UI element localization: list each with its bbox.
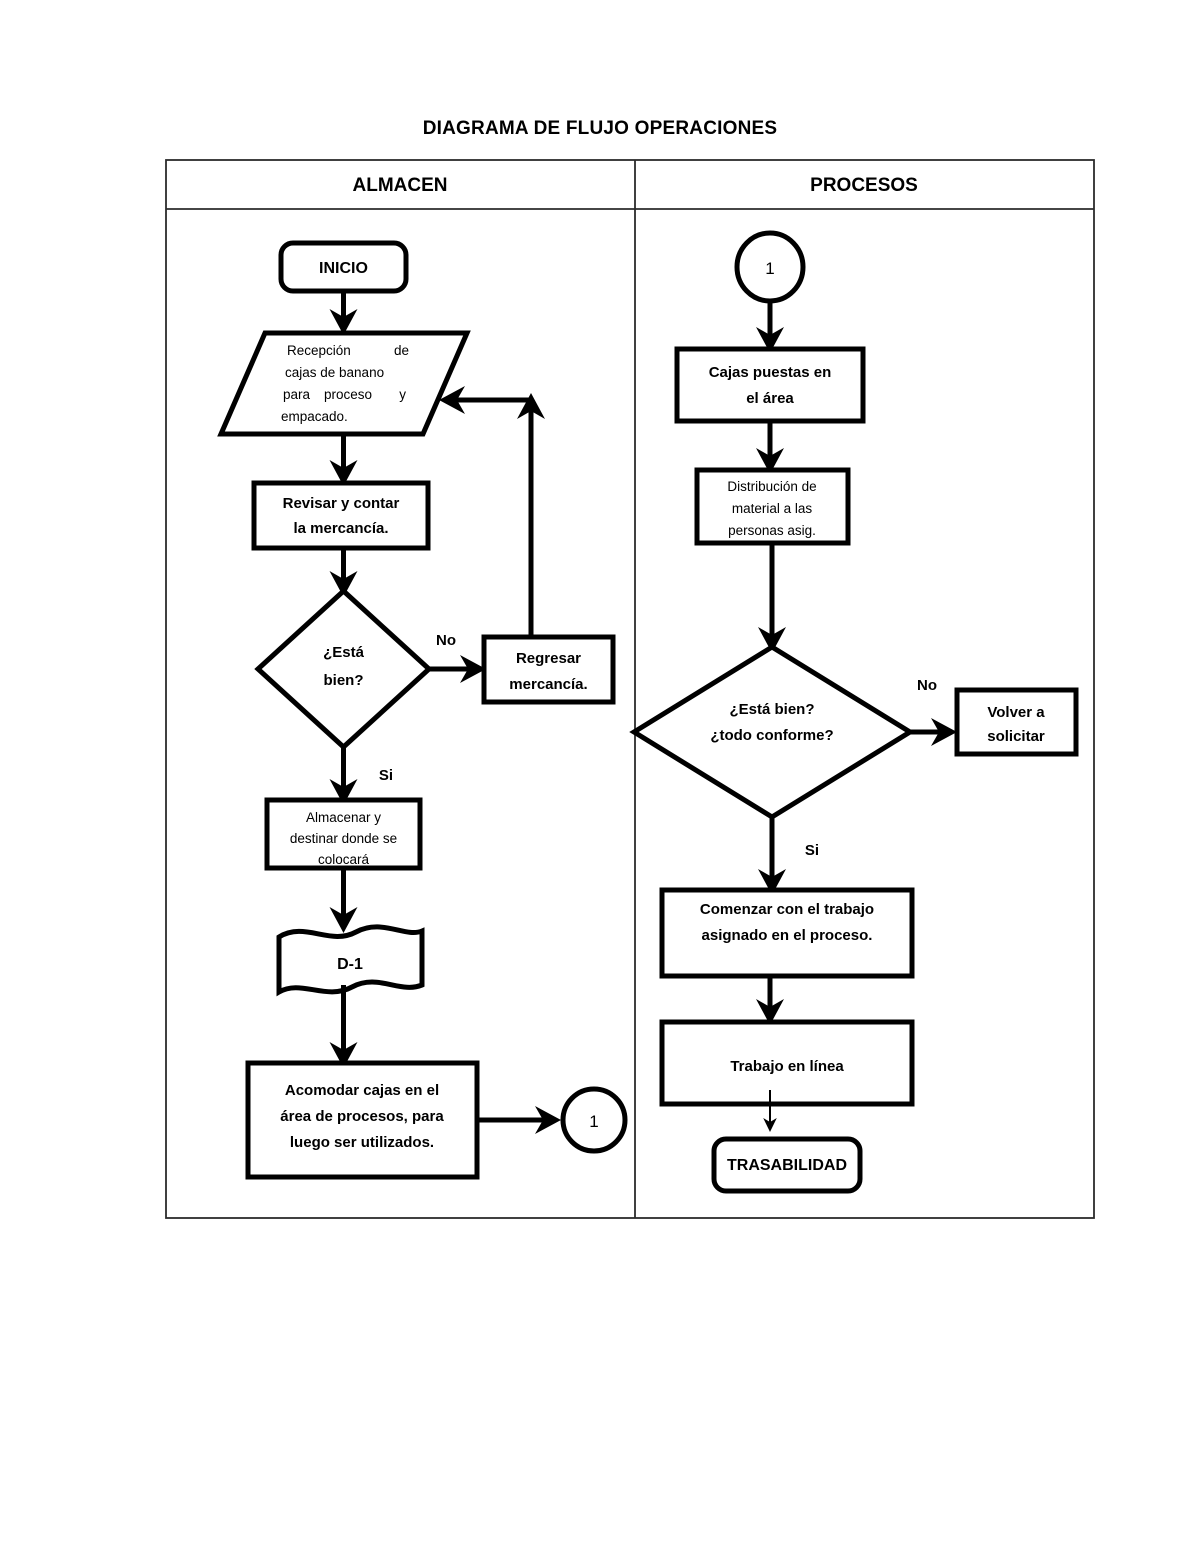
node-volver-line1: Volver a — [987, 704, 1045, 721]
node-connector-in-label: 1 — [765, 259, 774, 278]
node-cajas-puestas-line2: el área — [746, 390, 794, 407]
node-distribucion[interactable]: Distribución de material a las personas … — [694, 467, 851, 546]
node-almacenar-line1: Almacenar y — [306, 810, 381, 825]
edge-label-si-left: Si — [379, 767, 393, 784]
node-cajas-puestas-line1: Cajas puestas en — [709, 364, 832, 381]
edge-label-si-right: Si — [805, 842, 819, 859]
node-almacenar[interactable]: Almacenar y destinar donde se colocará — [264, 797, 423, 871]
node-almacenar-line2: destinar donde se — [290, 831, 397, 846]
node-recepcion[interactable]: Recepción de cajas de banano para proces… — [217, 330, 471, 437]
node-regresar-line2: mercancía. — [509, 676, 587, 693]
node-revisar-line1: Revisar y contar — [283, 495, 400, 512]
node-conforme-line1: ¿Está bien? — [729, 701, 814, 718]
node-almacenar-line3: colocará — [318, 852, 370, 867]
column-header-procesos: PROCESOS — [810, 175, 918, 196]
node-inicio[interactable]: INICIO — [278, 240, 409, 294]
node-trasabilidad[interactable]: TRASABILIDAD — [711, 1136, 863, 1194]
node-comenzar-line1: Comenzar con el trabajo — [700, 901, 874, 918]
node-recepcion-line3c: y — [399, 387, 406, 402]
node-distribucion-line3: personas asig. — [728, 523, 816, 538]
node-recepcion-line4: empacado. — [281, 409, 348, 424]
node-comenzar-line2: asignado en el proceso. — [702, 927, 873, 944]
node-esta-bien-line1: ¿Está — [323, 644, 365, 661]
node-acomodar-line1: Acomodar cajas en el — [285, 1082, 439, 1099]
node-distribucion-line1: Distribución de — [727, 479, 816, 494]
node-trabajo-linea-label: Trabajo en línea — [730, 1058, 844, 1075]
node-acomodar-line3: luego ser utilizados. — [290, 1134, 434, 1151]
node-conforme-line2: ¿todo conforme? — [710, 727, 833, 744]
node-connector-out[interactable]: 1 — [560, 1086, 628, 1154]
node-d1-label: D-1 — [337, 956, 363, 973]
column-header-almacen: ALMACEN — [353, 175, 448, 196]
node-comenzar[interactable]: Comenzar con el trabajo asignado en el p… — [659, 887, 915, 979]
node-connector-in[interactable]: 1 — [734, 230, 806, 304]
node-esta-bien[interactable]: ¿Está bien? — [254, 587, 433, 751]
node-trasabilidad-label: TRASABILIDAD — [727, 1157, 847, 1174]
node-regresar[interactable]: Regresar mercancía. — [481, 634, 616, 705]
node-inicio-label: INICIO — [319, 260, 368, 277]
node-distribucion-line2: material a las — [732, 501, 813, 516]
edge-regresar-to-recepcion — [438, 386, 534, 637]
column-header-procesos-label: PROCESOS — [810, 175, 918, 196]
node-d1[interactable]: D-1 — [276, 924, 425, 997]
edge-label-no-left: No — [436, 632, 456, 649]
node-cajas-puestas[interactable]: Cajas puestas en el área — [674, 346, 866, 424]
node-volver[interactable]: Volver a solicitar — [954, 687, 1079, 757]
edge-label-no-right: No — [917, 677, 937, 694]
swimlane-frame — [165, 159, 1095, 1219]
node-volver-line2: solicitar — [987, 728, 1045, 745]
node-revisar-line2: la mercancía. — [293, 520, 388, 537]
node-esta-bien-line2: bien? — [324, 672, 364, 689]
page-title: DIAGRAMA DE FLUJO OPERACIONES — [422, 118, 778, 139]
column-header-almacen-label: ALMACEN — [353, 175, 448, 196]
node-trabajo-linea[interactable]: Trabajo en línea — [659, 1019, 915, 1107]
node-connector-out-label: 1 — [589, 1112, 598, 1131]
node-acomodar[interactable]: Acomodar cajas en el área de procesos, p… — [245, 1060, 480, 1180]
node-regresar-line1: Regresar — [516, 650, 581, 667]
node-recepcion-line1a: Recepción — [287, 343, 351, 358]
node-recepcion-line2: cajas de banano — [285, 365, 384, 380]
node-recepcion-line1b: de — [394, 343, 409, 358]
node-recepcion-line3a: para — [283, 387, 311, 402]
node-recepcion-line3b: proceso — [324, 387, 372, 402]
node-conforme[interactable]: ¿Está bien? ¿todo conforme? — [629, 644, 915, 820]
node-acomodar-line2: área de procesos, para — [280, 1108, 444, 1125]
node-revisar[interactable]: Revisar y contar la mercancía. — [251, 480, 431, 551]
